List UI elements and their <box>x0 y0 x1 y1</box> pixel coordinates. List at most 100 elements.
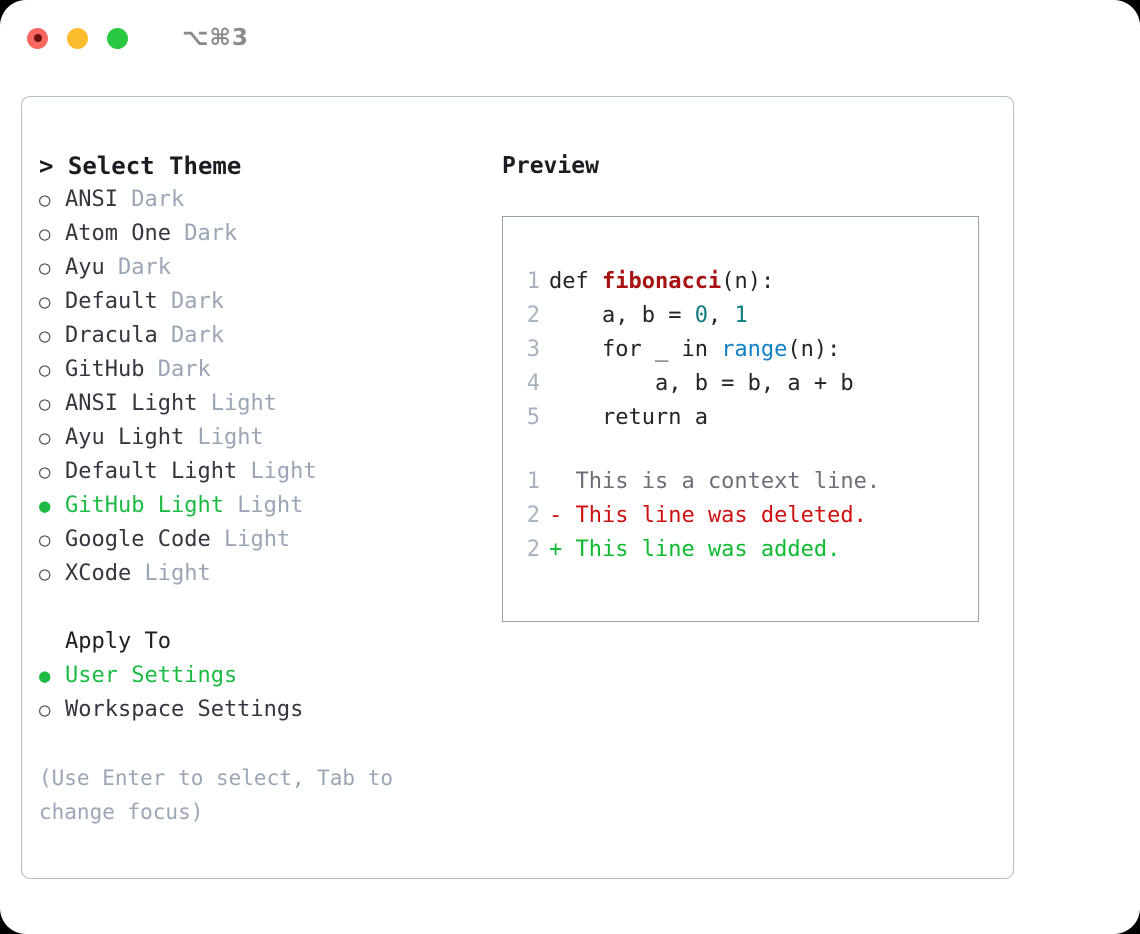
radio-unselected-icon: ○ <box>39 529 51 551</box>
diff-text: + This line was added. <box>549 537 841 562</box>
theme-picker-column: > Select Theme ○ANSI Dark○Atom One Dark○… <box>22 97 502 878</box>
line-number: 1 <box>526 469 540 494</box>
radio-unselected-icon: ○ <box>39 563 51 585</box>
theme-option-label: Ayu <box>65 255 118 280</box>
theme-variant-tag: Dark <box>117 255 171 280</box>
radio-unselected-icon: ○ <box>39 257 51 279</box>
theme-variant-tag: Light <box>144 561 211 586</box>
theme-variant-tag: Dark <box>184 221 238 246</box>
theme-option-label: GitHub <box>65 357 158 382</box>
radio-unselected-icon: ○ <box>39 189 51 211</box>
theme-option-ansi-light[interactable]: ○ ANSI Light Light <box>39 387 502 421</box>
theme-variant-tag: Dark <box>157 357 211 382</box>
apply-to-option-label: Workspace Settings <box>65 697 304 722</box>
line-number: 2 <box>526 537 540 562</box>
line-number: 5 <box>526 405 540 430</box>
theme-variant-tag: Dark <box>131 187 185 212</box>
radio-selected-icon: ● <box>39 495 51 517</box>
theme-option-label: Default Light <box>65 459 251 484</box>
theme-list: ○ANSI Dark○Atom One Dark○Ayu Dark○Defaul… <box>39 183 502 591</box>
theme-variant-tag: Light <box>223 527 291 552</box>
code-text: def fibonacci(n): <box>549 265 774 299</box>
token-plain: a, b = b, a + b <box>549 371 854 396</box>
theme-option-xcode[interactable]: ○ XCode Light <box>39 557 502 591</box>
theme-option-github-light[interactable]: ●GitHub Light Light <box>39 489 502 523</box>
theme-option-ayu-light[interactable]: ○ Ayu Light Light <box>39 421 502 455</box>
token-plain: (n): <box>721 269 775 294</box>
theme-option-label: Ayu Light <box>65 425 198 450</box>
select-theme-heading: > Select Theme <box>39 152 242 180</box>
theme-option-label: ANSI <box>65 187 132 212</box>
theme-option-label: Dracula <box>65 323 171 348</box>
code-line: 5 return a <box>503 401 978 435</box>
radio-unselected-icon: ○ <box>39 359 51 381</box>
line-number: 3 <box>526 337 540 362</box>
diff-line-ctx: 1 This is a context line. <box>503 465 978 499</box>
apply-to-heading: Apply To <box>65 629 171 654</box>
token-fn: fibonacci <box>601 269 722 294</box>
radio-unselected-icon: ○ <box>39 393 51 415</box>
preview-heading: Preview <box>502 153 599 179</box>
token-plain: for _ in <box>549 337 722 362</box>
theme-variant-tag: Light <box>210 391 277 416</box>
theme-option-default[interactable]: ○Default Dark <box>39 285 502 319</box>
code-line: 3 for _ in range(n): <box>503 333 978 367</box>
theme-option-label: Default <box>65 289 171 314</box>
theme-option-google-code[interactable]: ○ Google Code Light <box>39 523 502 557</box>
token-num: 0 <box>694 303 708 328</box>
radio-selected-icon: ● <box>39 665 51 687</box>
theme-variant-tag: Light <box>250 459 317 484</box>
radio-unselected-icon: ○ <box>39 325 51 347</box>
token-plain: , <box>707 303 735 328</box>
code-text: a, b = b, a + b <box>549 367 854 401</box>
line-number: 2 <box>526 503 540 528</box>
apply-to-option-user-settings[interactable]: ● User Settings <box>39 659 502 693</box>
theme-option-github[interactable]: ○ GitHub Dark <box>39 353 502 387</box>
line-number: 1 <box>526 269 540 294</box>
apply-to-list: ● User Settings ○ Workspace Settings <box>39 659 502 727</box>
apply-to-option-workspace-settings[interactable]: ○ Workspace Settings <box>39 693 502 727</box>
token-num: 1 <box>734 303 748 328</box>
minimize-button[interactable] <box>67 27 88 49</box>
traffic-light-group <box>27 27 128 49</box>
keyboard-hint-text: (Use Enter to select, Tab to change focu… <box>39 766 394 824</box>
token-plain: def <box>549 269 602 294</box>
theme-option-atom-one[interactable]: ○Atom One Dark <box>39 217 502 251</box>
diff-line-del: 2 - This line was deleted. <box>503 499 978 533</box>
radio-unselected-icon: ○ <box>39 291 51 313</box>
token-plain: a, b = <box>549 303 695 328</box>
theme-option-ansi[interactable]: ○ ANSI Dark <box>39 183 502 217</box>
token-builtin: range <box>721 337 788 362</box>
diff-sample: 1 This is a context line. 2 - This line wa… <box>503 465 978 567</box>
theme-option-label: XCode <box>65 561 145 586</box>
theme-option-label: Google Code <box>65 527 224 552</box>
diff-line-add: 2 + This line was added. <box>503 533 978 567</box>
radio-unselected-icon: ○ <box>39 699 51 721</box>
code-line: 2 a, b = 0, 1 <box>503 299 978 333</box>
theme-option-label: ANSI Light <box>65 391 211 416</box>
code-text: return a <box>549 401 708 435</box>
main-panel: > Select Theme ○ANSI Dark○Atom One Dark○… <box>21 96 1014 879</box>
theme-option-dracula[interactable]: ○ Dracula Dark <box>39 319 502 353</box>
diff-text: - This line was deleted. <box>549 503 867 528</box>
token-plain: return a <box>549 405 708 430</box>
radio-unselected-icon: ○ <box>39 461 51 483</box>
line-number: 2 <box>526 303 540 328</box>
theme-option-ayu[interactable]: ○ Ayu Dark <box>39 251 502 285</box>
theme-option-label: Atom One <box>65 221 185 246</box>
code-text: a, b = 0, 1 <box>549 299 748 333</box>
apply-to-option-label: User Settings <box>65 663 238 688</box>
theme-variant-tag: Dark <box>170 323 224 348</box>
code-line: 4 a, b = b, a + b <box>503 367 978 401</box>
code-line: 1 def fibonacci(n): <box>503 265 978 299</box>
radio-unselected-icon: ○ <box>39 427 51 449</box>
diff-text: This is a context line. <box>549 469 881 494</box>
close-button[interactable] <box>27 27 48 49</box>
theme-option-default-light[interactable]: ○ Default Light Light <box>39 455 502 489</box>
zoom-button[interactable] <box>107 27 128 49</box>
theme-variant-tag: Light <box>197 425 264 450</box>
